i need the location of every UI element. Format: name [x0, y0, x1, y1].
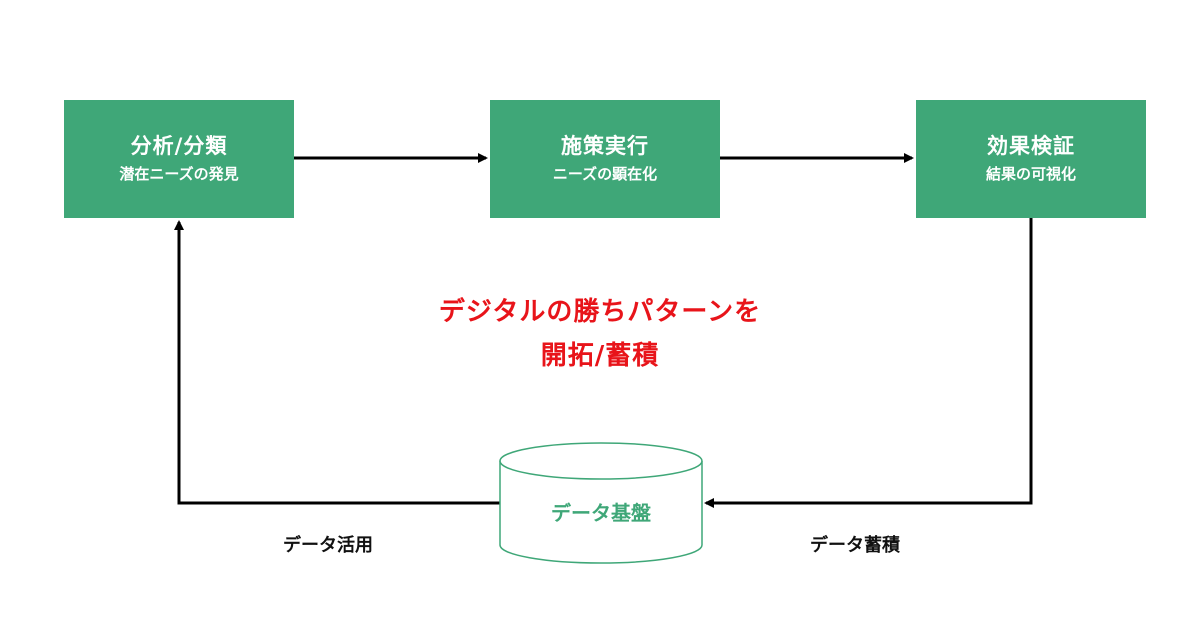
- step-subtitle: 結果の可視化: [985, 165, 1076, 183]
- database-cylinder: [499, 442, 703, 564]
- database-label: データ基盤: [551, 501, 651, 525]
- center-message-line2: 開拓/蓄積: [540, 341, 660, 371]
- step-subtitle: 潜在ニーズの発見: [119, 165, 239, 183]
- arrow-database-to-analysis: [174, 220, 500, 505]
- step-box-verification: 効果検証 結果の可視化: [916, 100, 1146, 218]
- flow-label-data-use: データ活用: [283, 535, 373, 556]
- step-subtitle: ニーズの顕在化: [552, 165, 658, 183]
- step-title: 効果検証: [987, 134, 1075, 158]
- step-title: 施策実行: [561, 134, 649, 158]
- arrow-verification-to-database: [704, 218, 1033, 508]
- step-title: 分析/分類: [130, 134, 228, 158]
- step-box-analysis: 分析/分類 潜在ニーズの発見: [64, 100, 294, 218]
- flow-label-data-store: データ蓄積: [810, 535, 900, 556]
- step-box-execution: 施策実行 ニーズの顕在化: [490, 100, 720, 218]
- center-message-line1: デジタルの勝ちパターンを: [438, 297, 762, 327]
